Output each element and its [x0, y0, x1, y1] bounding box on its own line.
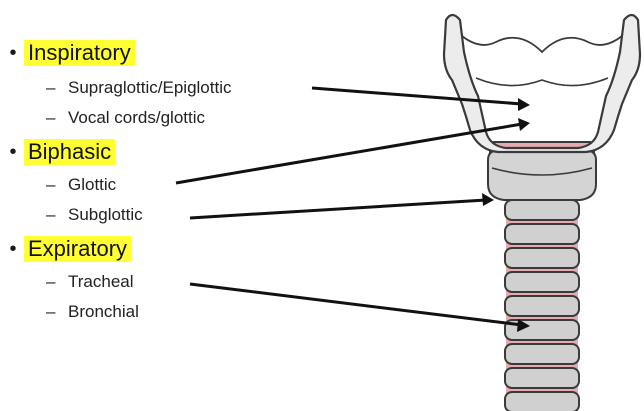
dash-icon: –	[46, 78, 68, 98]
item-tracheal: Tracheal	[68, 272, 134, 292]
heading-expiratory: Expiratory	[24, 236, 131, 262]
item-bronchial: Bronchial	[68, 302, 139, 322]
item-vocal-cords: Vocal cords/glottic	[68, 108, 205, 128]
dash-icon: –	[46, 108, 68, 128]
item-supraglottic: Supraglottic/Epiglottic	[68, 78, 231, 98]
list-item: – Glottic	[46, 175, 116, 195]
bullet-icon: •	[2, 141, 24, 164]
bullet-icon: •	[2, 238, 24, 261]
bullet-icon: •	[2, 42, 24, 65]
group-biphasic: • Biphasic	[2, 139, 115, 165]
list-item: – Bronchial	[46, 302, 139, 322]
group-expiratory: • Expiratory	[2, 236, 131, 262]
list-item: – Subglottic	[46, 205, 143, 225]
dash-icon: –	[46, 205, 68, 225]
heading-inspiratory: Inspiratory	[24, 40, 135, 66]
item-glottic: Glottic	[68, 175, 116, 195]
heading-biphasic: Biphasic	[24, 139, 115, 165]
dash-icon: –	[46, 302, 68, 322]
dash-icon: –	[46, 175, 68, 195]
list-item: – Vocal cords/glottic	[46, 108, 205, 128]
item-subglottic: Subglottic	[68, 205, 143, 225]
list-item: – Tracheal	[46, 272, 134, 292]
list-item: – Supraglottic/Epiglottic	[46, 78, 231, 98]
dash-icon: –	[46, 272, 68, 292]
group-inspiratory: • Inspiratory	[2, 40, 135, 66]
